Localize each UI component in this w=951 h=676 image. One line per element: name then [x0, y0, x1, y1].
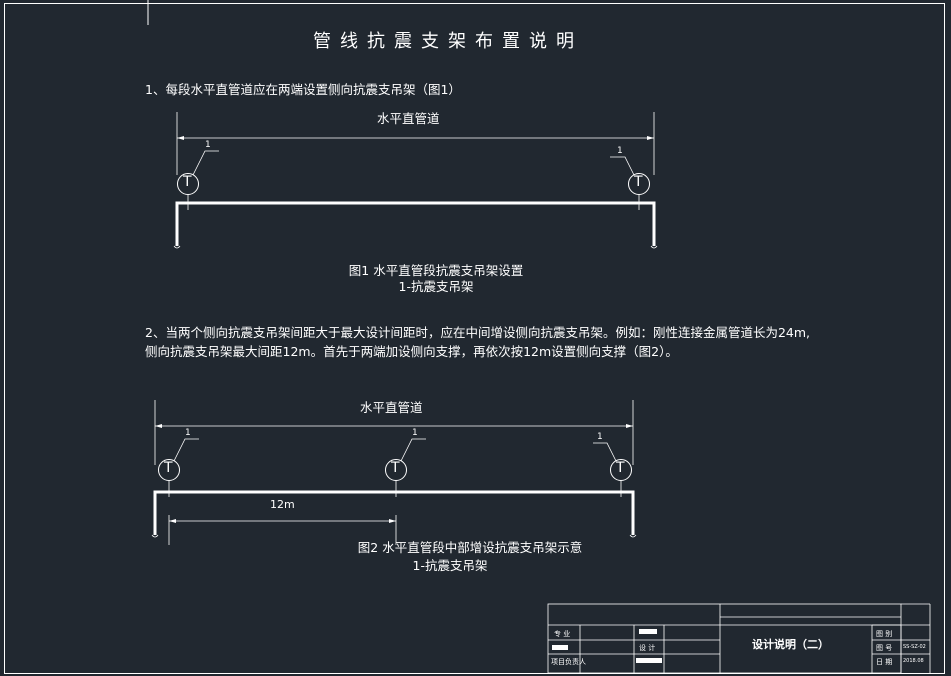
fig2-spacing-arrow-left: [169, 519, 176, 523]
fig2-symbol-middle-text: T: [391, 460, 400, 476]
fig1-break-left: [173, 245, 181, 249]
tb-date-value: 2018.08: [903, 658, 924, 664]
tb-label-date: 日 期: [876, 658, 893, 666]
tb-label-designer: 设 计: [639, 644, 656, 652]
fig1-leader-num-right: 1: [617, 146, 623, 156]
fig2-break-right: [629, 534, 637, 538]
note-1: 1、每段水平直管道应在两端设置侧向抗震支吊架（图1）: [145, 82, 461, 97]
fig2-spacing-arrow-right: [389, 519, 396, 523]
outer-border: [4, 3, 945, 674]
fig1-leader-num-left: 1: [205, 140, 211, 150]
fig1-caption: 图1 水平直管段抗震支吊架设置: [348, 263, 524, 278]
fig1-leader-left: [192, 150, 219, 176]
tb-label-category: 图 别: [876, 630, 893, 638]
fig1-symbol-right-text: T: [634, 174, 643, 190]
fig2-break-left: [151, 534, 159, 538]
tb-drawing-no-value: SS-SZ-02: [903, 644, 926, 650]
fig2-symbol-right-text: T: [616, 460, 625, 476]
title-block-border: [547, 603, 902, 674]
fig1-brace-left-symbol: [177, 173, 199, 195]
tb-filled-cell-1: [552, 645, 568, 650]
tb-filled-cell-3: [636, 658, 662, 663]
tb-label-project-lead: 项目负责人: [551, 658, 586, 666]
fig1-arrow-left: [177, 136, 184, 140]
figure-1: [173, 112, 658, 249]
fig1-break-right: [650, 245, 658, 249]
sheet-frame: [4, 0, 945, 674]
fig2-leader-num-middle: 1: [412, 428, 418, 438]
fig2-spacing-label: 12m: [270, 498, 295, 511]
tb-label-drawing-no: 图 号: [876, 644, 893, 652]
fig2-leader-num-left: 1: [185, 428, 191, 438]
note-2-line-1: 2、当两个侧向抗震支吊架间距大于最大设计间距时，应在中间增设侧向抗震支吊架。例如…: [145, 325, 811, 340]
fig1-brace-right-symbol: [628, 173, 650, 195]
title-block-grid: [547, 603, 931, 674]
fig1-legend: 1-抗震支吊架: [398, 279, 474, 294]
note-2-line-2: 侧向抗震支吊架最大间距12m。首先于两端加设侧向支撑，再依次按12m设置侧向支撑…: [145, 344, 678, 359]
fig1-symbol-left-text: T: [183, 174, 192, 190]
fig2-brace-right-symbol: [610, 459, 632, 481]
fig2-caption: 图2 水平直管段中部增设抗震支吊架示意: [357, 540, 583, 555]
tb-filled-cell-2: [639, 629, 657, 634]
fig2-arrow-left: [155, 424, 162, 428]
fig2-arrow-right: [626, 424, 633, 428]
fig1-leader-right: [610, 156, 635, 176]
figure-2: [151, 400, 637, 545]
fig2-brace-middle-symbol: [385, 459, 407, 481]
fig1-arrow-right: [647, 136, 654, 140]
fig1-dimension-label: 水平直管道: [377, 111, 440, 126]
fig2-leader-right: [593, 442, 617, 462]
tb-drawing-name: 设计说明（二）: [752, 638, 829, 651]
fig2-brace-left-symbol: [158, 459, 180, 481]
fig2-leader-middle: [400, 438, 426, 462]
fig2-leader-left: [173, 438, 199, 462]
sheet-title: 管线抗震支架布置说明: [313, 31, 583, 52]
fig1-pipe: [175, 201, 656, 246]
fig2-dimension-label: 水平直管道: [360, 400, 423, 415]
tb-label-discipline: 专 业: [554, 630, 571, 638]
fig2-leader-num-right: 1: [597, 432, 603, 442]
fig2-symbol-left-text: T: [164, 460, 173, 476]
fig2-pipe: [153, 490, 635, 535]
fig2-legend: 1-抗震支吊架: [412, 558, 488, 573]
